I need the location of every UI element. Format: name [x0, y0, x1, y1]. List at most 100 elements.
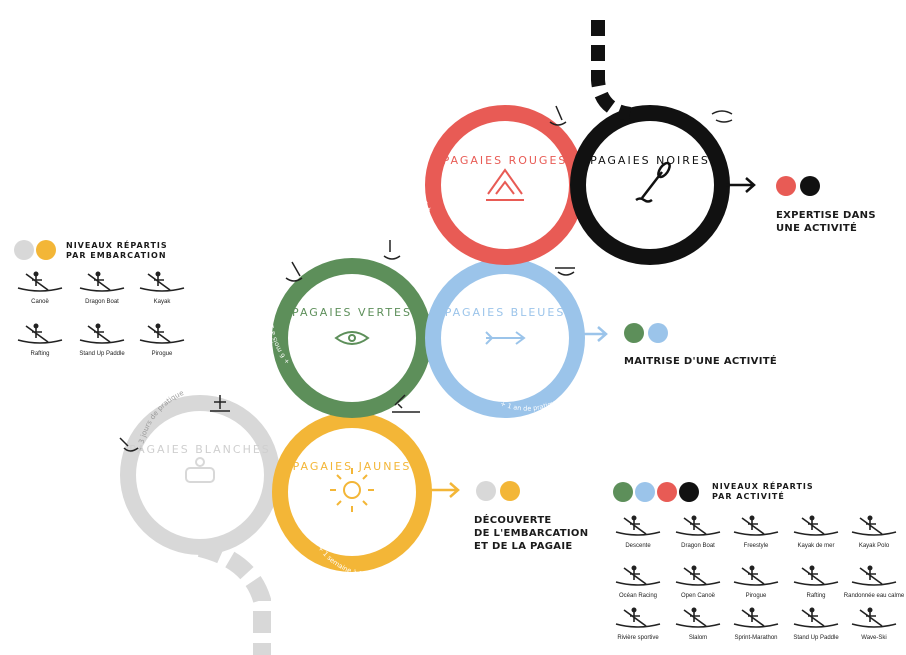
- paddler-icon: [615, 515, 661, 536]
- legend-item: Wave-Ski: [842, 606, 906, 641]
- paddler-icon: [733, 515, 779, 536]
- paddle-icon: [635, 161, 671, 203]
- legend-activity-title-line2: PAR ACTIVITÉ: [712, 492, 785, 501]
- legend-dot-yellow: [36, 240, 56, 260]
- legend-activity-title-line1: NIVEAUX RÉPARTIS: [712, 482, 814, 491]
- paddler-icon: [675, 565, 721, 586]
- legend-item-label: Dragon Boat: [85, 299, 119, 305]
- level-name-bleues: PAGAIES BLEUES: [445, 306, 566, 319]
- paddler-icon: [139, 271, 185, 292]
- caption-expertise: EXPERTISE DANS UNE ACTIVITÉ: [776, 209, 876, 235]
- discovery-dot-white: [476, 481, 496, 501]
- arrow-bleues: [578, 326, 608, 342]
- legend-item: Rafting: [8, 322, 72, 357]
- paddler-icon: [139, 323, 185, 344]
- legend-dot-red: [657, 482, 677, 502]
- paddler-icon: [851, 607, 897, 628]
- caption-discovery-line2: DE L'EMBARCATION: [474, 528, 589, 539]
- paddler-icon: [17, 271, 63, 292]
- legend-item: Dragon Boat: [70, 270, 134, 305]
- legend-item: Freestyle: [724, 514, 788, 549]
- mastery-dot-green: [624, 323, 644, 343]
- ring-blanches: [120, 395, 280, 555]
- paddler-icon: [733, 565, 779, 586]
- legend-dot-black: [679, 482, 699, 502]
- legend-item-label: Descente: [625, 543, 651, 549]
- legend-item: Kayak: [130, 270, 194, 305]
- paddler-icon: [615, 565, 661, 586]
- legend-boat-title-line1: NIVEAUX RÉPARTIS: [66, 241, 168, 250]
- paddler-icon: [733, 607, 779, 628]
- legend-item: Open Canoë: [666, 564, 730, 599]
- legend-item-label: Rivière sportive: [617, 635, 659, 641]
- arrow-icon: [485, 331, 526, 345]
- legend-dot-blue: [635, 482, 655, 502]
- legend-item: Randonnée eau calme: [842, 564, 906, 599]
- paddler-icon: [793, 607, 839, 628]
- level-name-jaunes: PAGAIES JAUNES: [293, 460, 412, 473]
- paddler-icon: [615, 607, 661, 628]
- legend-item-label: Kayak: [153, 299, 171, 305]
- legend-item-label: Wave-Ski: [861, 635, 887, 641]
- legend-dot-green: [613, 482, 633, 502]
- mastery-dot-blue: [648, 323, 668, 343]
- level-name-noires: PAGAIES NOIRES: [590, 154, 710, 167]
- legend-item: Kayak Polo: [842, 514, 906, 549]
- legend-item: Stand Up Paddle: [784, 606, 848, 641]
- legend-boat-title: NIVEAUX RÉPARTIS PAR EMBARCATION: [66, 241, 168, 261]
- legend-item: Océan Racing: [606, 564, 670, 599]
- legend-item-label: Pirogue: [745, 593, 767, 599]
- paddler-icon: [17, 323, 63, 344]
- discovery-dot-yellow: [500, 481, 520, 501]
- sun-icon: [330, 468, 374, 512]
- ring-bleues: [425, 258, 585, 418]
- legend-item-label: Rafting: [30, 351, 50, 357]
- paddler-icon: [79, 323, 125, 344]
- legend-item-label: Dragon Boat: [681, 543, 715, 549]
- legend-item: Pirogue: [724, 564, 788, 599]
- level-name-blanches: PAGAIES BLANCHES: [129, 443, 271, 456]
- legend-item: Kayak de mer: [784, 514, 848, 549]
- legend-item-label: Freestyle: [743, 543, 769, 549]
- legend-item-label: Rafting: [806, 593, 826, 599]
- paddler-figures: [119, 105, 733, 452]
- paddler-icon: [851, 565, 897, 586]
- legend-item-label: Slalom: [688, 635, 708, 641]
- legend-item-label: Sprint-Marathon: [734, 635, 778, 641]
- legend-item: Stand Up Paddle: [70, 322, 134, 357]
- level-name-vertes: PAGAIES VERTES: [292, 306, 412, 319]
- caption-discovery-line1: DÉCOUVERTE: [474, 515, 552, 526]
- expertise-dot-black: [800, 176, 820, 196]
- legend-item: Slalom: [666, 606, 730, 641]
- legend-activity-title: NIVEAUX RÉPARTIS PAR ACTIVITÉ: [712, 482, 814, 502]
- legend-item-label: Océan Racing: [618, 593, 658, 599]
- legend-item-label: Kayak de mer: [797, 543, 835, 549]
- ring-rouges: [425, 105, 585, 265]
- legend-item-label: Open Canoë: [680, 593, 716, 599]
- ring-vertes: [272, 258, 432, 418]
- legend-item: Pirogue: [130, 322, 194, 357]
- legend-item-label: Randonnée eau calme: [843, 593, 905, 599]
- legend-item-label: Pirogue: [151, 351, 173, 357]
- level-name-rouges: PAGAIES ROUGES: [443, 154, 568, 167]
- legend-item: Descente: [606, 514, 670, 549]
- legend-item: Sprint-Marathon: [724, 606, 788, 641]
- caption-expertise-line2: UNE ACTIVITÉ: [776, 223, 858, 234]
- ring-jaunes: [272, 412, 432, 572]
- ring-noires: [570, 105, 730, 265]
- legend-boat-title-line2: PAR EMBARCATION: [66, 251, 167, 260]
- arrow-jaunes: [430, 482, 460, 498]
- caption-mastery: MAITRISE D'UNE ACTIVITÉ: [624, 356, 777, 367]
- black-tail-path: [591, 20, 632, 121]
- paddler-icon: [675, 515, 721, 536]
- legend-dot-white: [14, 240, 34, 260]
- eye-icon: [334, 331, 370, 345]
- caption-expertise-line1: EXPERTISE DANS: [776, 210, 876, 221]
- caption-discovery-line3: ET DE LA PAGAIE: [474, 541, 573, 552]
- arrow-noires: [726, 177, 756, 193]
- paddler-icon: [79, 271, 125, 292]
- legend-item: Rivière sportive: [606, 606, 670, 641]
- paddler-icon: [793, 565, 839, 586]
- legend-item-label: Stand Up Paddle: [79, 351, 125, 357]
